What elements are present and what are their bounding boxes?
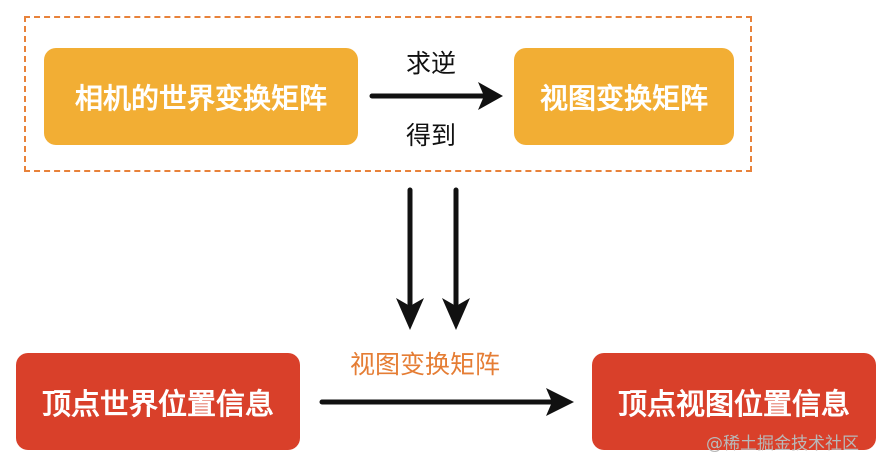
highlight-frame (24, 16, 752, 172)
arrow-down-right (442, 187, 470, 330)
vertex-world-position-label: 顶点世界位置信息 (41, 386, 274, 421)
arrow-bottom-horizontal (319, 388, 574, 416)
view-matrix-box: 视图变换矩阵 (514, 48, 734, 145)
arrow-down-left (396, 187, 424, 330)
view-matrix-arrow-label: 视图变换矩阵 (350, 350, 501, 379)
camera-world-matrix-box: 相机的世界变换矩阵 (44, 48, 358, 145)
vertex-view-position-label: 顶点视图位置信息 (617, 386, 850, 421)
inverse-label: 求逆 (406, 49, 457, 78)
view-matrix-label: 视图变换矩阵 (539, 81, 708, 115)
vertex-view-position-box: 顶点视图位置信息 (592, 353, 876, 450)
arrow-top-horizontal (369, 82, 503, 110)
camera-world-matrix-label: 相机的世界变换矩阵 (74, 81, 327, 115)
vertex-world-position-box: 顶点世界位置信息 (16, 353, 300, 450)
get-label: 得到 (406, 121, 457, 150)
watermark: @稀土掘金技术社区 (706, 434, 859, 454)
